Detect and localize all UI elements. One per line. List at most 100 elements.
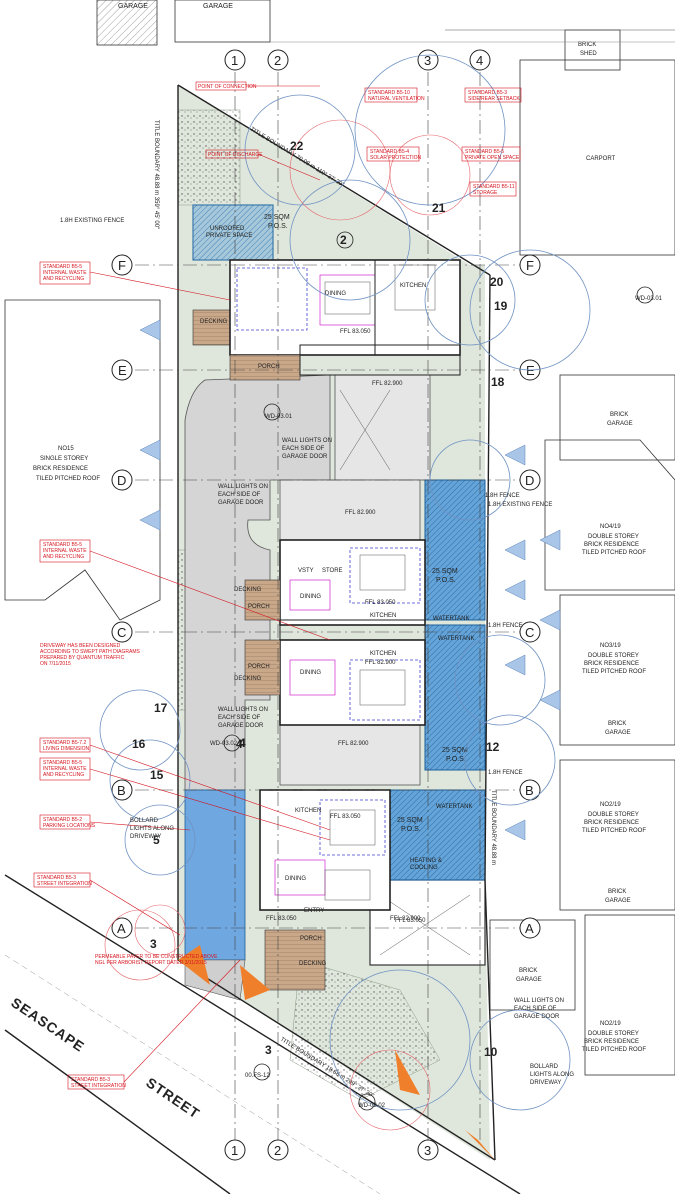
svg-text:INTERNAL WASTE: INTERNAL WASTE (43, 548, 87, 554)
neighbour-brick-shed: BRICK SHED (564, 29, 621, 71)
title-boundary (177, 84, 496, 1161)
svg-text:25 SQM: 25 SQM (432, 568, 458, 575)
garden-bed-top (177, 109, 241, 206)
svg-text:DRIVEWAY HAS BEEN DESIGNED: DRIVEWAY HAS BEEN DESIGNED (40, 643, 121, 649)
svg-text:12: 12 (486, 740, 500, 754)
grid-columns (234, 72, 481, 1140)
grid-bubble-col-2-bottom: 2 (267, 1139, 289, 1161)
svg-text:ENTRY: ENTRY (304, 908, 324, 914)
svg-text:WALL LIGHTS ON: WALL LIGHTS ON (282, 438, 332, 444)
garage-1 (334, 374, 431, 481)
svg-text:FFL 82.900: FFL 82.900 (338, 741, 369, 747)
grid-bubble-col-1-top: 1 (224, 49, 246, 71)
svg-text:DRIVEWAY: DRIVEWAY (530, 1080, 561, 1086)
svg-text:STANDARD B5-3: STANDARD B5-3 (71, 1077, 110, 1083)
grid-bubble-row-d-right: D (519, 469, 541, 491)
svg-text:KITCHEN: KITCHEN (295, 808, 321, 814)
svg-text:BRICK RESIDENCE: BRICK RESIDENCE (584, 661, 639, 667)
svg-text:FFL 83.050: FFL 83.050 (330, 814, 361, 820)
svg-text:NATURAL VENTILATION: NATURAL VENTILATION (368, 96, 425, 102)
svg-text:KITCHEN: KITCHEN (400, 283, 426, 289)
svg-text:3: 3 (150, 937, 157, 951)
svg-text:ACCORDING TO SWEPT PATH DIAGRA: ACCORDING TO SWEPT PATH DIAGRAMS (40, 649, 140, 655)
svg-text:TITLE BOUNDARY 48.88 m: TITLE BOUNDARY 48.88 m (490, 790, 496, 865)
grid-bubble-row-f-right: F (519, 254, 541, 276)
grid-bubble-row-a-left: A (111, 917, 133, 939)
svg-text:WD-03.02: WD-03.02 (358, 1103, 386, 1109)
svg-text:5: 5 (153, 833, 160, 847)
svg-text:PRIVATE SPACE: PRIVATE SPACE (206, 233, 252, 239)
svg-text:25 SQM: 25 SQM (397, 817, 423, 824)
svg-text:FFL 82.900: FFL 82.900 (390, 916, 421, 922)
svg-text:WATERTANK: WATERTANK (438, 636, 474, 642)
svg-text:STORE: STORE (322, 568, 343, 574)
splay-left (178, 945, 210, 985)
svg-text:TILED PITCHED ROOF: TILED PITCHED ROOF (582, 669, 646, 675)
svg-text:STANDARD B5-5: STANDARD B5-5 (43, 760, 82, 766)
svg-text:PORCH: PORCH (258, 364, 280, 370)
svg-text:GARAGE: GARAGE (605, 898, 631, 904)
svg-text:2: 2 (340, 233, 347, 247)
svg-text:HEATING &: HEATING & (410, 858, 442, 864)
svg-text:VSTY: VSTY (298, 568, 314, 574)
grid-bubble-row-a-right: A (519, 917, 541, 939)
svg-text:1.8H FENCE: 1.8H FENCE (485, 493, 520, 499)
svg-text:TILED PITCHED ROOF: TILED PITCHED ROOF (582, 550, 646, 556)
svg-text:EACH SIDE OF: EACH SIDE OF (218, 715, 261, 721)
svg-text:PRIVATE OPEN SPACE: PRIVATE OPEN SPACE (465, 155, 520, 161)
svg-text:1.8H FENCE: 1.8H FENCE (488, 623, 523, 629)
svg-text:GARAGE: GARAGE (516, 977, 542, 983)
svg-text:PREPARED BY QUANTUM TRAFFIC: PREPARED BY QUANTUM TRAFFIC (40, 655, 125, 661)
svg-text:25 SQM: 25 SQM (264, 214, 290, 221)
svg-text:KITCHEN: KITCHEN (370, 651, 396, 657)
grid-bubble-col-3-top: 3 (417, 49, 439, 71)
svg-text:1: 1 (231, 53, 238, 68)
svg-text:17: 17 (154, 701, 168, 715)
tree-numbers: 22 21 20 19 18 17 16 15 12 10 5 4 3 (132, 139, 508, 1059)
svg-text:AND RECYCLING: AND RECYCLING (43, 276, 84, 282)
svg-text:WALL LIGHTS ON: WALL LIGHTS ON (514, 998, 564, 1004)
svg-text:GARAGE: GARAGE (118, 3, 148, 10)
svg-text:DOUBLE STOREY: DOUBLE STOREY (588, 1031, 639, 1037)
svg-text:BRICK RESIDENCE: BRICK RESIDENCE (584, 542, 639, 548)
svg-text:POINT OF CONNECTION: POINT OF CONNECTION (198, 84, 257, 90)
svg-text:DINING: DINING (325, 291, 346, 297)
svg-text:PORCH: PORCH (248, 604, 270, 610)
unit-3-building (279, 639, 426, 726)
svg-text:STREET INTEGRATION: STREET INTEGRATION (71, 1083, 126, 1089)
svg-text:F: F (118, 258, 126, 273)
svg-text:TILED PITCHED ROOF: TILED PITCHED ROOF (582, 1047, 646, 1053)
splay-right (465, 1130, 495, 1160)
svg-text:22: 22 (290, 139, 304, 153)
svg-text:STANDARD B5-3: STANDARD B5-3 (468, 90, 507, 96)
grid-bubble-row-e-left: E (111, 359, 133, 381)
svg-text:25 SQM: 25 SQM (442, 747, 468, 754)
svg-text:EACH SIDE OF: EACH SIDE OF (218, 492, 261, 498)
svg-text:10: 10 (484, 1045, 498, 1059)
svg-text:WD-03.01: WD-03.01 (265, 414, 293, 420)
street-name-1: SEASCAPE (8, 994, 87, 1055)
svg-text:FFL 82.900: FFL 82.900 (372, 381, 403, 387)
grid-bubble-row-b-right: B (519, 779, 541, 801)
svg-text:1.8H EXISTING FENCE: 1.8H EXISTING FENCE (488, 502, 552, 508)
svg-text:COOLING: COOLING (410, 865, 438, 871)
svg-text:DECKING: DECKING (299, 961, 327, 967)
svg-text:NGL PER ARBORIST REPORT DATED: NGL PER ARBORIST REPORT DATED 3/11/2015 (95, 960, 207, 966)
svg-text:WATERTANK: WATERTANK (433, 616, 469, 622)
svg-text:INTERNAL WASTE: INTERNAL WASTE (43, 766, 87, 772)
svg-text:STANDARD B5-5: STANDARD B5-5 (43, 264, 82, 270)
svg-text:E: E (118, 363, 127, 378)
svg-text:STANDARD B5-5: STANDARD B5-5 (43, 542, 82, 548)
neighbour-lot-left: NO15 SINGLE STOREY BRICK RESIDENCE TILED… (4, 299, 161, 621)
svg-text:AND RECYCLING: AND RECYCLING (43, 554, 84, 560)
svg-text:B: B (117, 783, 126, 798)
svg-text:STREET INTEGRATION: STREET INTEGRATION (37, 881, 92, 887)
tree-canopies (99, 54, 591, 1111)
svg-text:BOLLARD: BOLLARD (130, 818, 159, 824)
svg-text:STANDARD B5-2: STANDARD B5-2 (43, 817, 82, 823)
unit-1-building (229, 259, 461, 356)
view-markers (139, 319, 561, 841)
svg-text:DOUBLE STOREY: DOUBLE STOREY (588, 812, 639, 818)
grid-bubble-row-e-right: E (519, 359, 541, 381)
